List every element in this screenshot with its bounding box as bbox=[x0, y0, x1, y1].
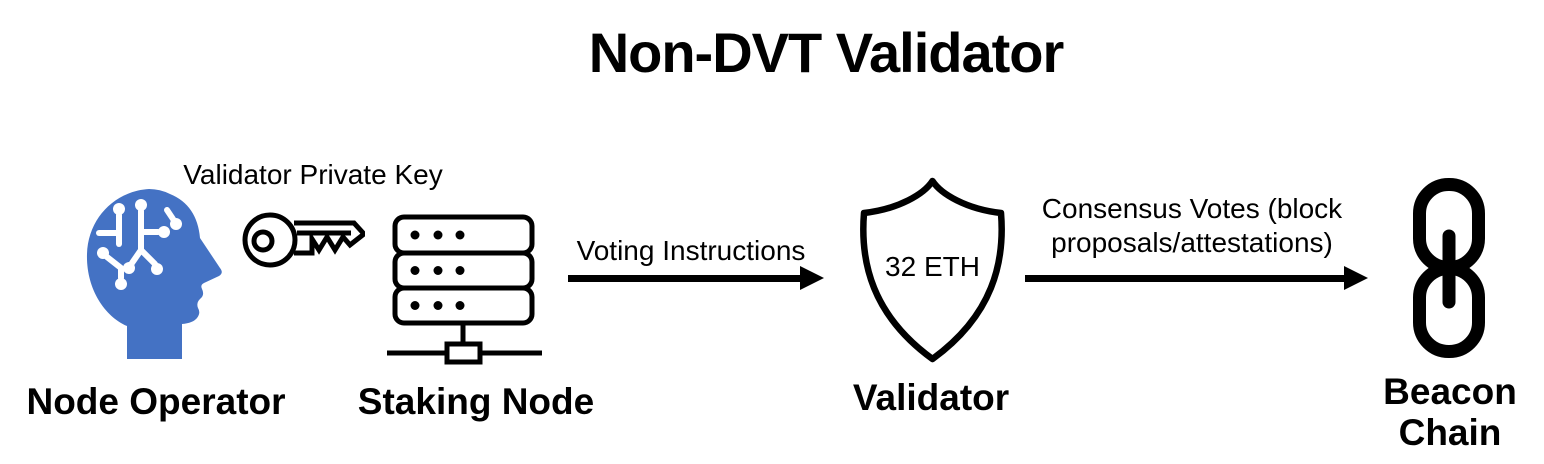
chain-links-icon bbox=[1413, 178, 1485, 358]
shield-amount-label: 32 ETH bbox=[885, 251, 980, 282]
validator-label: Validator bbox=[852, 377, 1010, 418]
arrow-right-icon bbox=[568, 275, 802, 282]
consensus-votes-label: Consensus Votes (block proposals/attesta… bbox=[1041, 193, 1343, 258]
validator-private-key-label: Validator Private Key bbox=[183, 159, 443, 190]
shield-icon bbox=[860, 177, 1005, 363]
voting-instructions-label: Voting Instructions bbox=[576, 235, 806, 266]
server-stack-icon bbox=[387, 214, 542, 365]
node-operator-label: Node Operator bbox=[26, 381, 286, 422]
beacon-chain-label: Beacon Chain bbox=[1383, 371, 1517, 453]
key-icon bbox=[242, 212, 365, 268]
arrow-right-icon bbox=[800, 266, 824, 290]
arrow-right-icon bbox=[1344, 266, 1368, 290]
staking-node-label: Staking Node bbox=[357, 381, 595, 422]
arrow-right-icon bbox=[1025, 275, 1345, 282]
circuit-head-icon bbox=[86, 189, 222, 359]
diagram-title: Non-DVT Validator bbox=[588, 21, 1065, 84]
